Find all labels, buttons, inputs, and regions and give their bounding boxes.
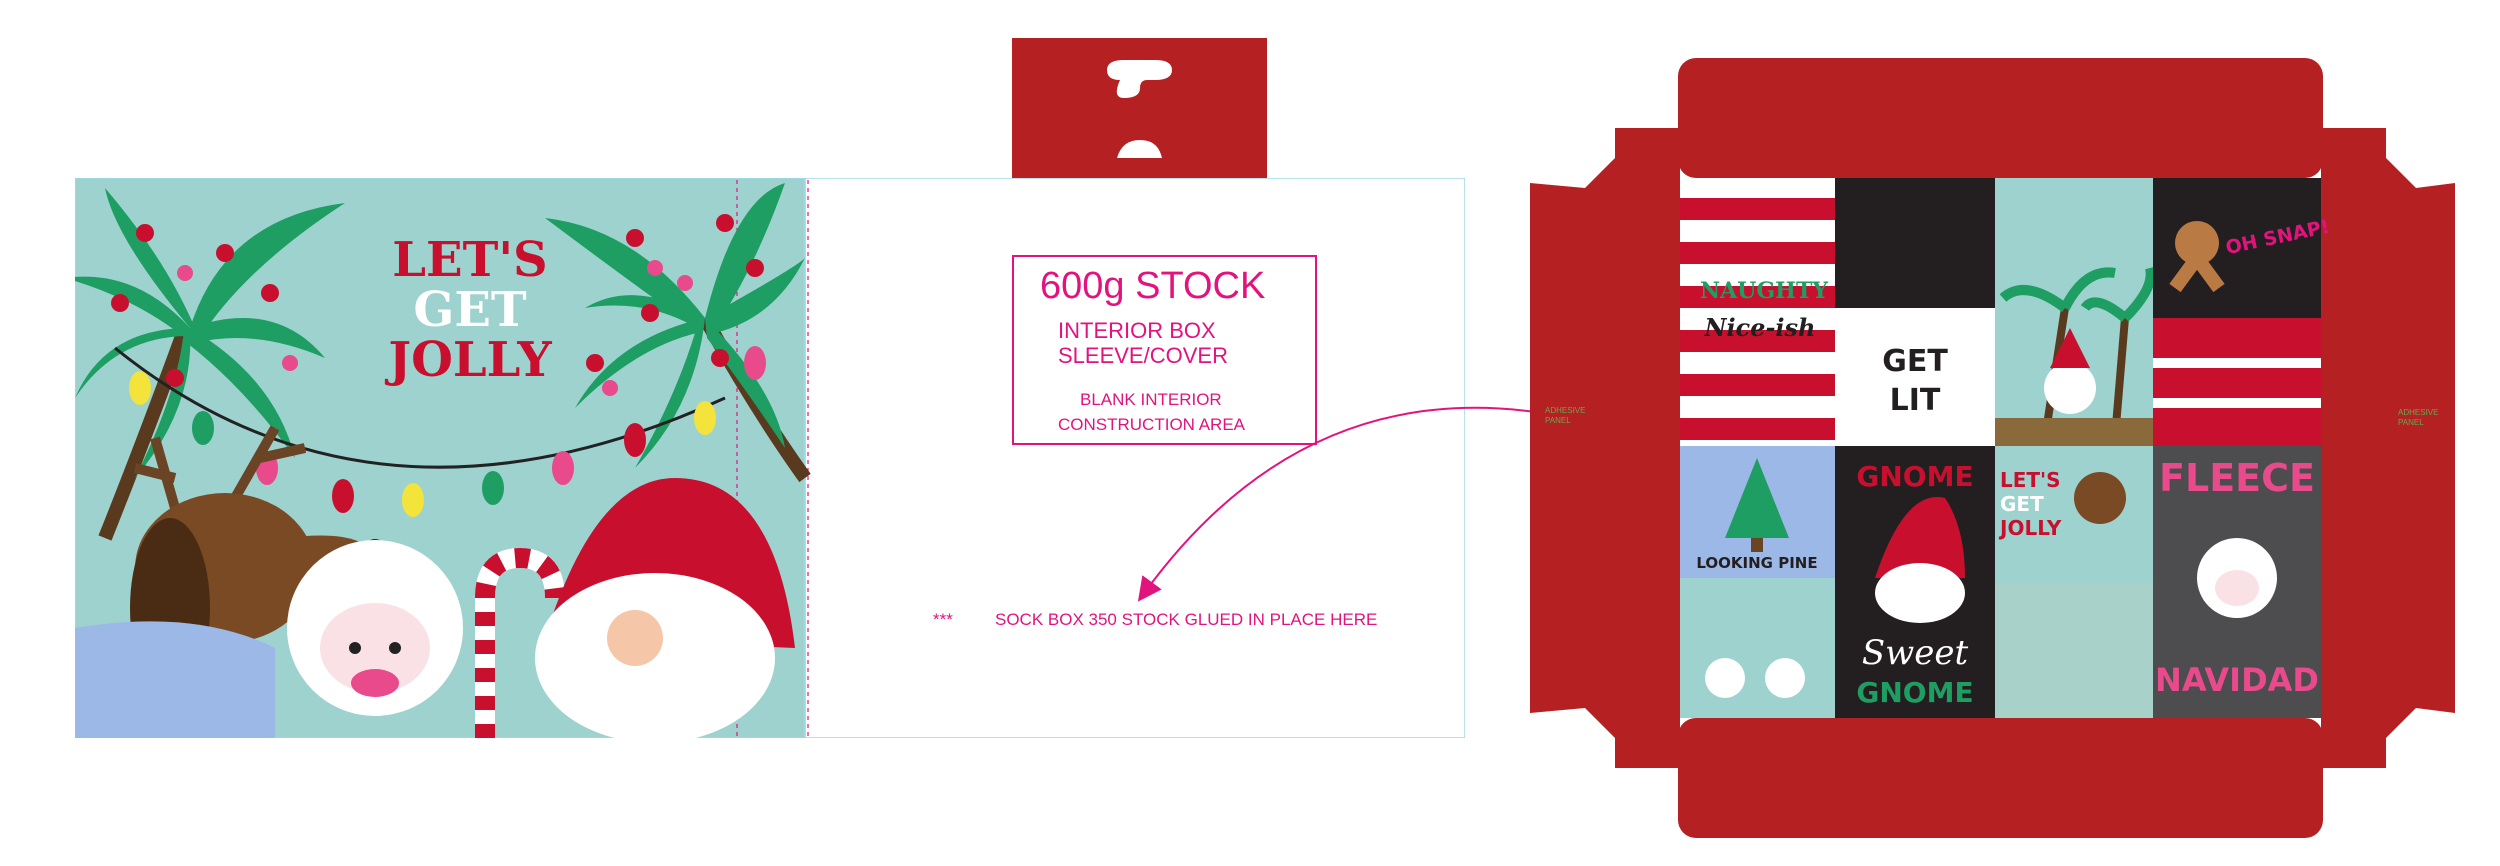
box-bottom-flap — [1678, 718, 2323, 838]
spec-stock: 600g STOCK — [1040, 265, 1266, 307]
panel-fleece-navidad — [2153, 446, 2321, 718]
christmas-lights — [129, 346, 766, 517]
panel-naughty-nice — [1680, 178, 1835, 446]
box-left-glue-flap — [1530, 183, 1585, 713]
panel-navidad-text: NAVIDAD — [2155, 661, 2319, 699]
spec-blank-line2: CONSTRUCTION AREA — [1058, 415, 1246, 434]
panel-get-text: GET — [1882, 344, 1948, 379]
berries — [111, 214, 764, 387]
panel-palm-santa — [1995, 178, 2156, 446]
panel-get2-text: GET — [2000, 492, 2044, 516]
sock-box-dieline: ADHESIVE PANEL ADHESIVE PANEL NAUGHTY Ni… — [1525, 58, 2465, 838]
palm-tree-left — [75, 188, 345, 478]
hang-tab — [1012, 38, 1267, 178]
panel-jolly-reindeer — [1995, 446, 2153, 718]
cover-title-line3: JOLLY — [388, 332, 552, 388]
panel-oh-snap — [2153, 178, 2321, 446]
box-right-wall — [2321, 128, 2386, 768]
panel-jolly-text: JOLLY — [2000, 516, 2062, 540]
candy-cane — [475, 547, 565, 738]
panel-fleece-text: FLEECE — [2159, 456, 2315, 500]
panel-get-lit — [1835, 178, 1995, 446]
panel-looking-pine — [1680, 446, 1835, 718]
box-right-side — [2386, 158, 2416, 738]
hang-hole — [1107, 60, 1172, 98]
cover-title-line2: GET — [413, 282, 527, 338]
panel-looking-pine-text: LOOKING PINE — [1696, 554, 1818, 572]
palm-tree-right — [545, 183, 805, 468]
box-right-glue-flap — [2416, 183, 2455, 713]
panel-naughty-text: NAUGHTY — [1700, 278, 1829, 304]
panel-gnome-text: GNOME — [1856, 460, 1974, 493]
dachshund-reindeer — [75, 425, 386, 738]
cover-title-line1: LET'S — [392, 232, 548, 288]
adhesive-right-line1: ADHESIVE — [2398, 408, 2439, 417]
glue-marker: *** — [933, 610, 953, 629]
spec-blank-line1: BLANK INTERIOR — [1080, 390, 1222, 409]
glue-note: SOCK BOX 350 STOCK GLUED IN PLACE HERE — [995, 610, 1378, 629]
panel-gnome-sweet — [1835, 446, 1995, 718]
box-left-side — [1585, 158, 1615, 738]
adhesive-left-line1: ADHESIVE — [1545, 406, 1586, 415]
box-left-wall — [1615, 128, 1680, 768]
panel-lit-text: LIT — [1889, 383, 1941, 418]
panel-sweet-text: Sweet — [1861, 633, 1969, 673]
box-top-flap — [1678, 58, 2323, 178]
spec-interior-line2: SLEEVE/COVER — [1058, 343, 1228, 368]
spec-interior-line1: INTERIOR BOX — [1058, 318, 1216, 343]
adhesive-left-line2: PANEL — [1545, 416, 1571, 425]
panel-gnome2-text: GNOME — [1856, 676, 1974, 709]
adhesive-right-line2: PANEL — [2398, 418, 2424, 427]
gnome — [535, 478, 795, 738]
sheep — [287, 540, 463, 716]
panel-nice-text: Nice-ish — [1704, 313, 1816, 342]
panel-lets-text: LET'S — [2000, 468, 2061, 492]
